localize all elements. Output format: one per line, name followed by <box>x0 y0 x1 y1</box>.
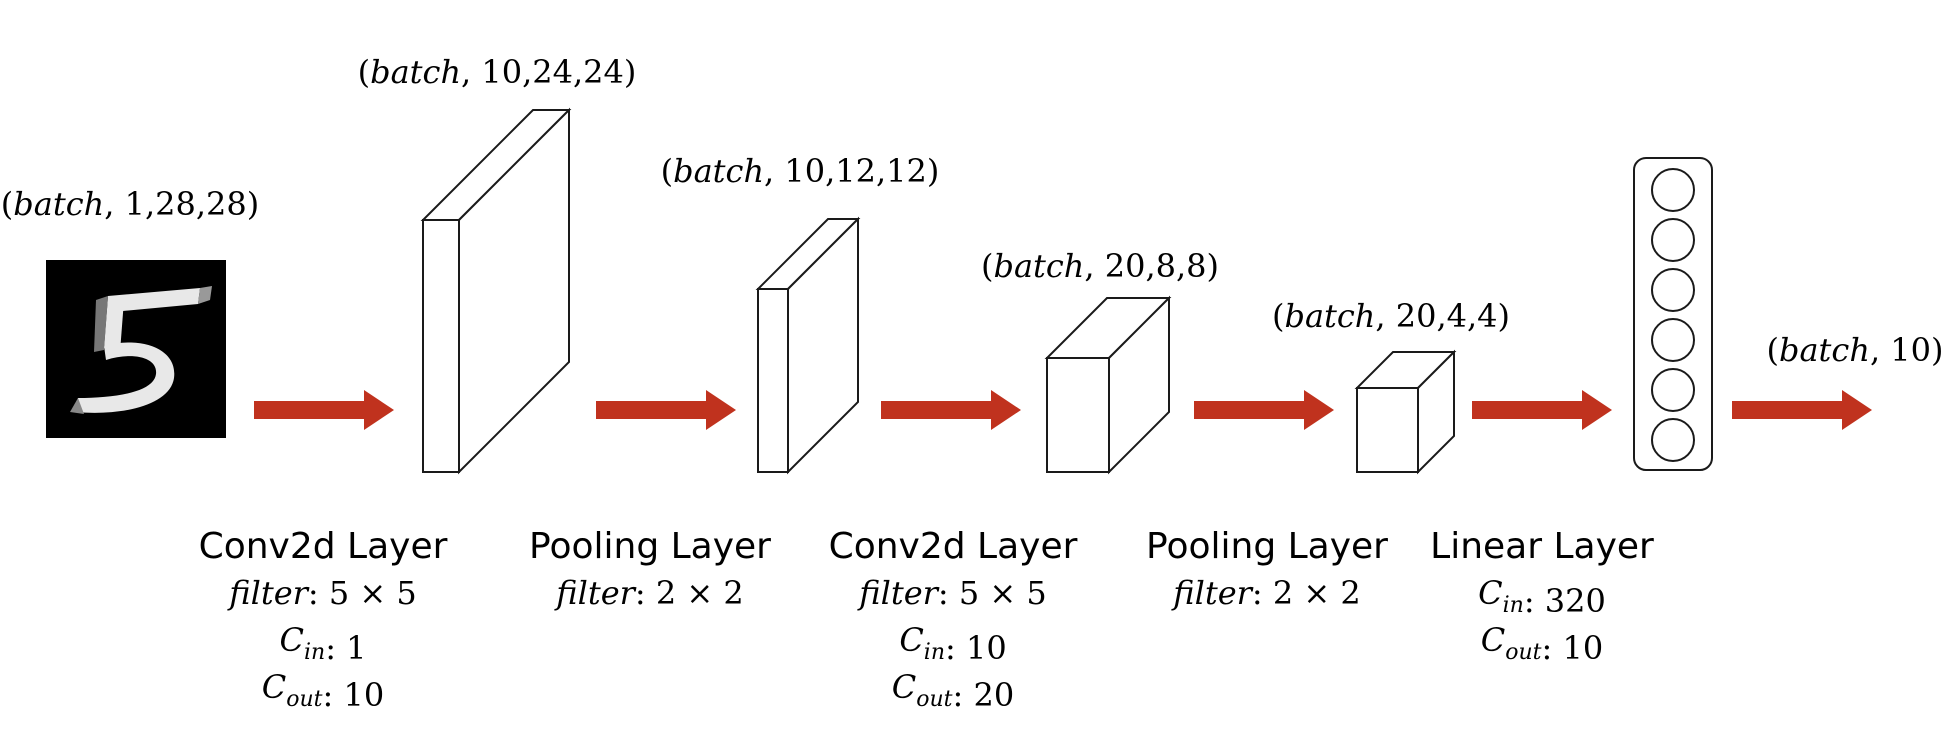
feature-map-2 <box>755 216 861 475</box>
output-neuron <box>1651 218 1695 262</box>
layer-param: filter: 2 × 2 <box>554 574 744 612</box>
flow-arrow-3 <box>881 390 1021 430</box>
flow-arrow-5 <box>1472 390 1612 430</box>
layer-title: Linear Layer <box>1430 526 1654 567</box>
feature-map-2-shape-label: (batch, 10,12,12) <box>661 152 940 190</box>
feature-map-3-front-face <box>1046 357 1110 473</box>
flow-arrow-4 <box>1194 390 1334 430</box>
feature-map-1-front-face <box>422 219 460 473</box>
feature-map-1 <box>420 107 572 475</box>
layer-caption-4: Pooling Layer filter: 2 × 2 <box>1146 526 1388 612</box>
feature-map-3-shape-label: (batch, 20,8,8) <box>981 247 1219 285</box>
layer-title: Conv2d Layer <box>829 526 1078 567</box>
feature-map-2-front-face <box>757 288 789 473</box>
layer-param: Cout: 10 <box>1481 621 1603 667</box>
feature-map-4-shape-label: (batch, 20,4,4) <box>1272 297 1510 335</box>
layer-param: filter: 5 × 5 <box>227 574 417 612</box>
input-shape-label: (batch, 1,28,28) <box>1 185 259 223</box>
flow-arrows <box>254 390 1872 430</box>
layer-title: Conv2d Layer <box>199 526 448 567</box>
flow-arrow-6 <box>1732 390 1872 430</box>
flow-arrow-1 <box>254 390 394 430</box>
output-neuron <box>1651 418 1695 462</box>
input-image <box>46 260 226 438</box>
layer-param: filter: 2 × 2 <box>1171 574 1361 612</box>
feature-map-3 <box>1044 295 1172 475</box>
output-neuron <box>1651 168 1695 212</box>
output-neurons <box>1651 168 1695 462</box>
feature-map-1-side-face <box>458 107 570 475</box>
mnist-digit-five-icon <box>70 286 212 414</box>
flow-arrow-2 <box>596 390 736 430</box>
feature-map-4-front-face <box>1356 387 1419 473</box>
output-layer <box>1633 157 1713 471</box>
layer-title: Pooling Layer <box>529 526 771 567</box>
layer-title: Pooling Layer <box>1146 526 1388 567</box>
layer-param: Cout: 10 <box>262 668 384 714</box>
feature-map-1-shape-label: (batch, 10,24,24) <box>358 53 637 91</box>
layer-param: Cin: 1 <box>279 621 366 667</box>
layer-param: filter: 5 × 5 <box>857 574 1047 612</box>
layer-caption-2: Pooling Layer filter: 2 × 2 <box>529 526 771 612</box>
output-neuron <box>1651 318 1695 362</box>
layer-param: Cin: 320 <box>1478 574 1606 620</box>
output-neuron <box>1651 368 1695 412</box>
layer-param: Cin: 10 <box>899 621 1006 667</box>
output-neuron <box>1651 268 1695 312</box>
feature-map-4 <box>1354 349 1457 475</box>
output-shape-label: (batch, 10) <box>1767 331 1944 369</box>
layer-param: Cout: 20 <box>892 668 1014 714</box>
